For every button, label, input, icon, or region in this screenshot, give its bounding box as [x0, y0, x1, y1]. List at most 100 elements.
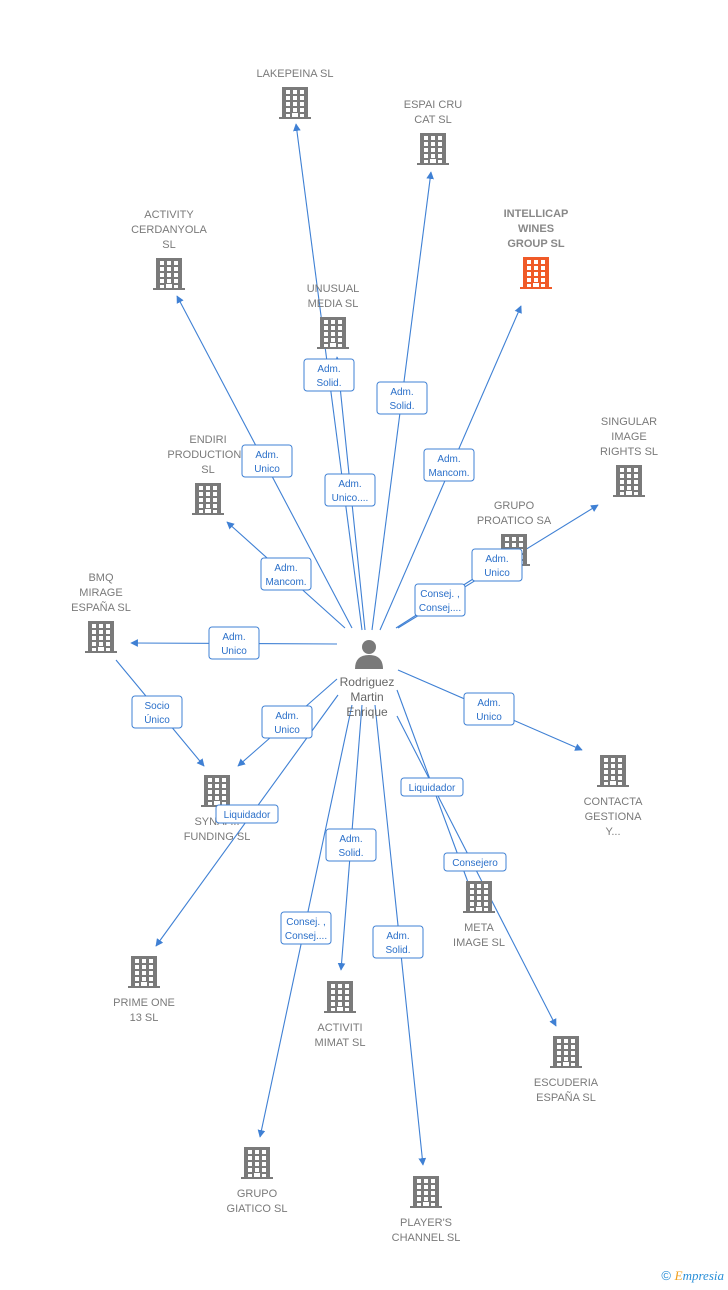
company-name: GROUP SL — [507, 238, 565, 250]
company-name: PLAYER'S — [400, 1217, 452, 1229]
company-name: INTELLICAP — [504, 208, 569, 220]
edge-label: Adm.Unico — [208, 626, 260, 660]
edge-label: Adm.Mancom. — [260, 557, 312, 591]
edge-label-text: Unico — [476, 712, 502, 723]
edge-label-text: Unico — [484, 568, 510, 579]
edge-label: Adm.Mancom. — [423, 448, 475, 482]
company-name: IMAGE SL — [453, 937, 505, 949]
edge-label: Liquidador — [400, 777, 464, 797]
edge-label-text: Adm. — [339, 834, 362, 845]
company-name: LAKEPEINA SL — [256, 68, 333, 80]
company-name: BMQ — [88, 572, 114, 584]
company-name: UNUSUAL — [307, 283, 360, 295]
edge-label: Adm.Solid. — [372, 925, 424, 959]
company-name: 13 SL — [130, 1012, 159, 1024]
company-name: IMAGE — [611, 431, 646, 443]
company-name: GIATICO SL — [227, 1203, 288, 1215]
edge-label-text: Único — [144, 713, 170, 726]
company-name: CONTACTA — [584, 796, 644, 808]
edge-label: Adm.Solid. — [376, 381, 428, 415]
company-name: ESPAÑA SL — [71, 601, 131, 614]
edge-label-text: Adm. — [317, 364, 340, 375]
building-icon — [550, 1036, 582, 1068]
building-icon — [417, 133, 449, 165]
edge-label-text: Adm. — [338, 479, 361, 490]
company-node-unusual[interactable]: UNUSUAL MEDIA SL — [307, 283, 360, 349]
building-icon — [201, 775, 233, 807]
building-icon — [463, 881, 495, 913]
edge-label: Liquidador — [215, 804, 279, 824]
edge-label: Adm. Unico — [241, 444, 293, 478]
company-name: CAT SL — [414, 114, 452, 126]
company-name: CERDANYOLA — [131, 224, 207, 236]
company-name: MEDIA SL — [308, 298, 359, 310]
company-node-players[interactable]: PLAYER'S CHANNEL SL — [392, 1176, 461, 1244]
company-name: SINGULAR — [601, 416, 657, 428]
company-name: GRUPO — [237, 1188, 278, 1200]
person-icon — [355, 640, 383, 669]
company-name: PRODUCTIONS — [167, 449, 248, 461]
company-name: MIRAGE — [79, 587, 122, 599]
company-name: Y... — [605, 826, 620, 838]
person-name: Enrique — [346, 705, 388, 719]
copyright-footer: © Empresia — [661, 1268, 724, 1284]
company-name: ESPAÑA SL — [536, 1091, 596, 1104]
company-name: FUNDING SL — [184, 831, 251, 843]
building-icon — [410, 1176, 442, 1208]
edge-label-text: Mancom. — [428, 468, 469, 479]
edge-label: Adm.Solid. — [303, 358, 355, 392]
edge-label: Adm. Unico.... — [324, 473, 376, 507]
company-node-bmq[interactable]: BMQ MIRAGE ESPAÑA SL — [71, 572, 131, 653]
edge-label-text: Unico — [254, 464, 280, 475]
edge-label-text: Solid. — [338, 848, 363, 859]
brand-logo-text: mpresia — [682, 1268, 724, 1283]
company-name: PRIME ONE — [113, 997, 175, 1009]
edge-label-text: Consej. , — [420, 589, 459, 600]
building-icon — [613, 465, 645, 497]
company-node-activiti[interactable]: ACTIVITI MIMAT SL — [315, 981, 366, 1049]
edge-label-text: Adm. — [274, 563, 297, 574]
edge-label-text: Consej.... — [285, 931, 327, 942]
edge-label: Adm. Solid. — [325, 828, 377, 862]
company-name: CHANNEL SL — [392, 1232, 461, 1244]
company-node-intellicap[interactable]: INTELLICAP WINES GROUP SL — [504, 208, 569, 289]
company-name: RIGHTS SL — [600, 446, 658, 458]
edge-label-text: Adm. — [255, 450, 278, 461]
company-node-contacta[interactable]: CONTACTAGESTIONAY... — [584, 755, 644, 838]
copyright-icon: © — [661, 1268, 672, 1283]
company-name: PROATICO SA — [477, 515, 552, 527]
building-icon — [317, 317, 349, 349]
company-name: ACTIVITI — [317, 1022, 362, 1034]
company-node-giatico[interactable]: GRUPO GIATICO SL — [227, 1147, 288, 1215]
company-node-lakepeina[interactable]: LAKEPEINA SL — [256, 68, 334, 119]
edge-label-text: Solid. — [389, 401, 414, 412]
company-name: WINES — [518, 223, 554, 235]
edge-label-text: Consej.... — [419, 603, 461, 614]
edge-label-text: Unico — [221, 646, 247, 657]
building-icon — [85, 621, 117, 653]
edge-label-text: Unico.... — [332, 493, 369, 504]
person-name: Rodriguez — [340, 675, 395, 689]
building-icon — [192, 483, 224, 515]
company-name: SL — [201, 464, 214, 476]
building-icon — [324, 981, 356, 1013]
edge-label: Consejero — [443, 852, 507, 872]
company-name: GRUPO — [494, 500, 535, 512]
company-node-singular[interactable]: SINGULAR IMAGE RIGHTS SL — [600, 416, 658, 497]
edge-label-text: Consejero — [452, 858, 498, 869]
edge-label: Consej. , Consej.... — [414, 583, 466, 617]
company-name: MIMAT SL — [315, 1037, 366, 1049]
edge-label-text: Unico — [274, 725, 300, 736]
building-icon — [520, 257, 552, 289]
company-node-prime[interactable]: PRIME ONE 13 SL — [113, 956, 175, 1024]
brand-logo-e: E — [674, 1268, 683, 1283]
edge-label: Adm. Unico — [471, 548, 523, 582]
edge-label-text: Adm. — [485, 554, 508, 565]
